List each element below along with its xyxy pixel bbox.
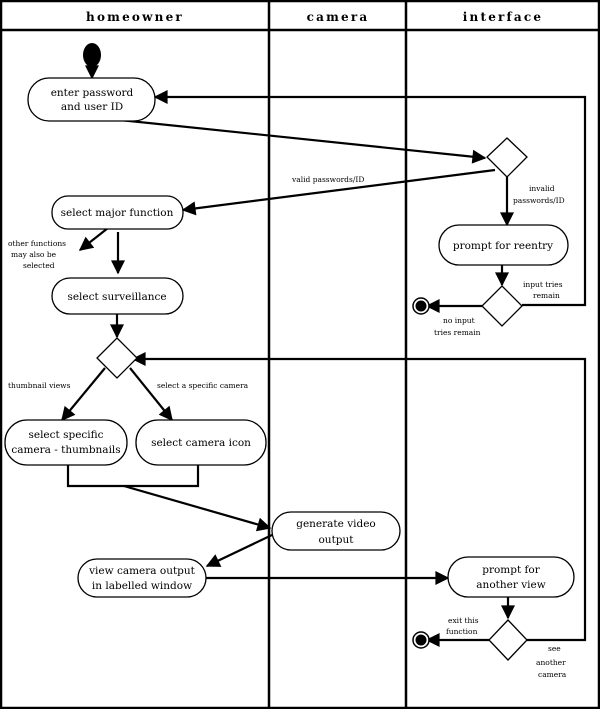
svg-text:output: output [318, 534, 354, 546]
final-node-exit [412, 631, 430, 649]
svg-text:select major function: select major function [61, 207, 174, 219]
svg-text:passwords/ID: passwords/ID [513, 196, 565, 205]
label-see-another-camera: see another camera [536, 644, 567, 679]
node-select-camera-icon: select camera icon [135, 419, 267, 466]
svg-text:another: another [536, 658, 566, 667]
svg-text:invalid: invalid [529, 184, 555, 193]
decision-password-valid [486, 137, 528, 178]
svg-text:select specific: select specific [28, 429, 103, 441]
edges [61, 90, 587, 647]
svg-text:in labelled window: in labelled window [92, 580, 192, 592]
svg-text:remain: remain [533, 291, 560, 300]
node-prompt-another-view: prompt for another view [447, 556, 575, 598]
svg-text:selected: selected [23, 261, 55, 270]
initial-node [83, 43, 101, 80]
svg-text:camera: camera [538, 670, 567, 679]
svg-text:prompt for: prompt for [482, 564, 541, 576]
label-other-functions: other functions may also be selected [8, 239, 66, 270]
node-view-camera-output: view camera output in labelled window [77, 558, 207, 598]
label-select-specific-camera: select a specific camera [157, 381, 249, 390]
svg-text:may also be: may also be [11, 250, 57, 259]
svg-text:and user ID: and user ID [61, 101, 123, 113]
node-select-surveillance: select surveillance [51, 277, 184, 315]
svg-text:no input: no input [443, 316, 475, 325]
svg-text:another view: another view [476, 579, 545, 591]
svg-text:enter password: enter password [51, 87, 134, 99]
svg-text:prompt for reentry: prompt for reentry [453, 240, 553, 252]
label-exit-function: exit this function [446, 616, 479, 636]
decision-view-mode [96, 337, 138, 379]
svg-text:see: see [548, 644, 561, 653]
svg-text:select surveillance: select surveillance [67, 291, 166, 303]
node-generate-video: generate video output [271, 511, 401, 551]
svg-text:exit this: exit this [448, 616, 479, 625]
final-node-no-tries [412, 297, 430, 315]
label-no-input-tries: no input tries remain [434, 316, 481, 337]
svg-text:select camera icon: select camera icon [151, 437, 251, 449]
node-enter-password: enter password and user ID [27, 77, 156, 122]
lane-header-homeowner: homeowner [86, 10, 184, 24]
svg-text:generate video: generate video [296, 518, 376, 530]
lane-header-camera: camera [307, 10, 370, 24]
node-prompt-reentry: prompt for reentry [438, 224, 569, 266]
decision-tries-remain [481, 285, 523, 327]
svg-text:tries remain: tries remain [434, 328, 481, 337]
node-select-specific-camera: select specific camera - thumbnails [4, 419, 128, 466]
label-input-tries-remain: input tries remain [523, 280, 563, 300]
label-invalid-passwords: invalid passwords/ID [513, 184, 565, 205]
label-thumbnail-views: thumbnail views [8, 381, 71, 390]
svg-text:view camera output: view camera output [88, 565, 196, 577]
decision-another-view [488, 619, 528, 661]
svg-text:function: function [446, 627, 478, 636]
label-valid-passwords: valid passwords/ID [291, 175, 364, 184]
svg-text:input tries: input tries [523, 280, 563, 289]
svg-text:camera - thumbnails: camera - thumbnails [11, 444, 120, 456]
svg-text:other functions: other functions [8, 239, 66, 248]
node-select-major-function: select major function [51, 195, 184, 230]
lane-header-interface: interface [463, 10, 543, 24]
